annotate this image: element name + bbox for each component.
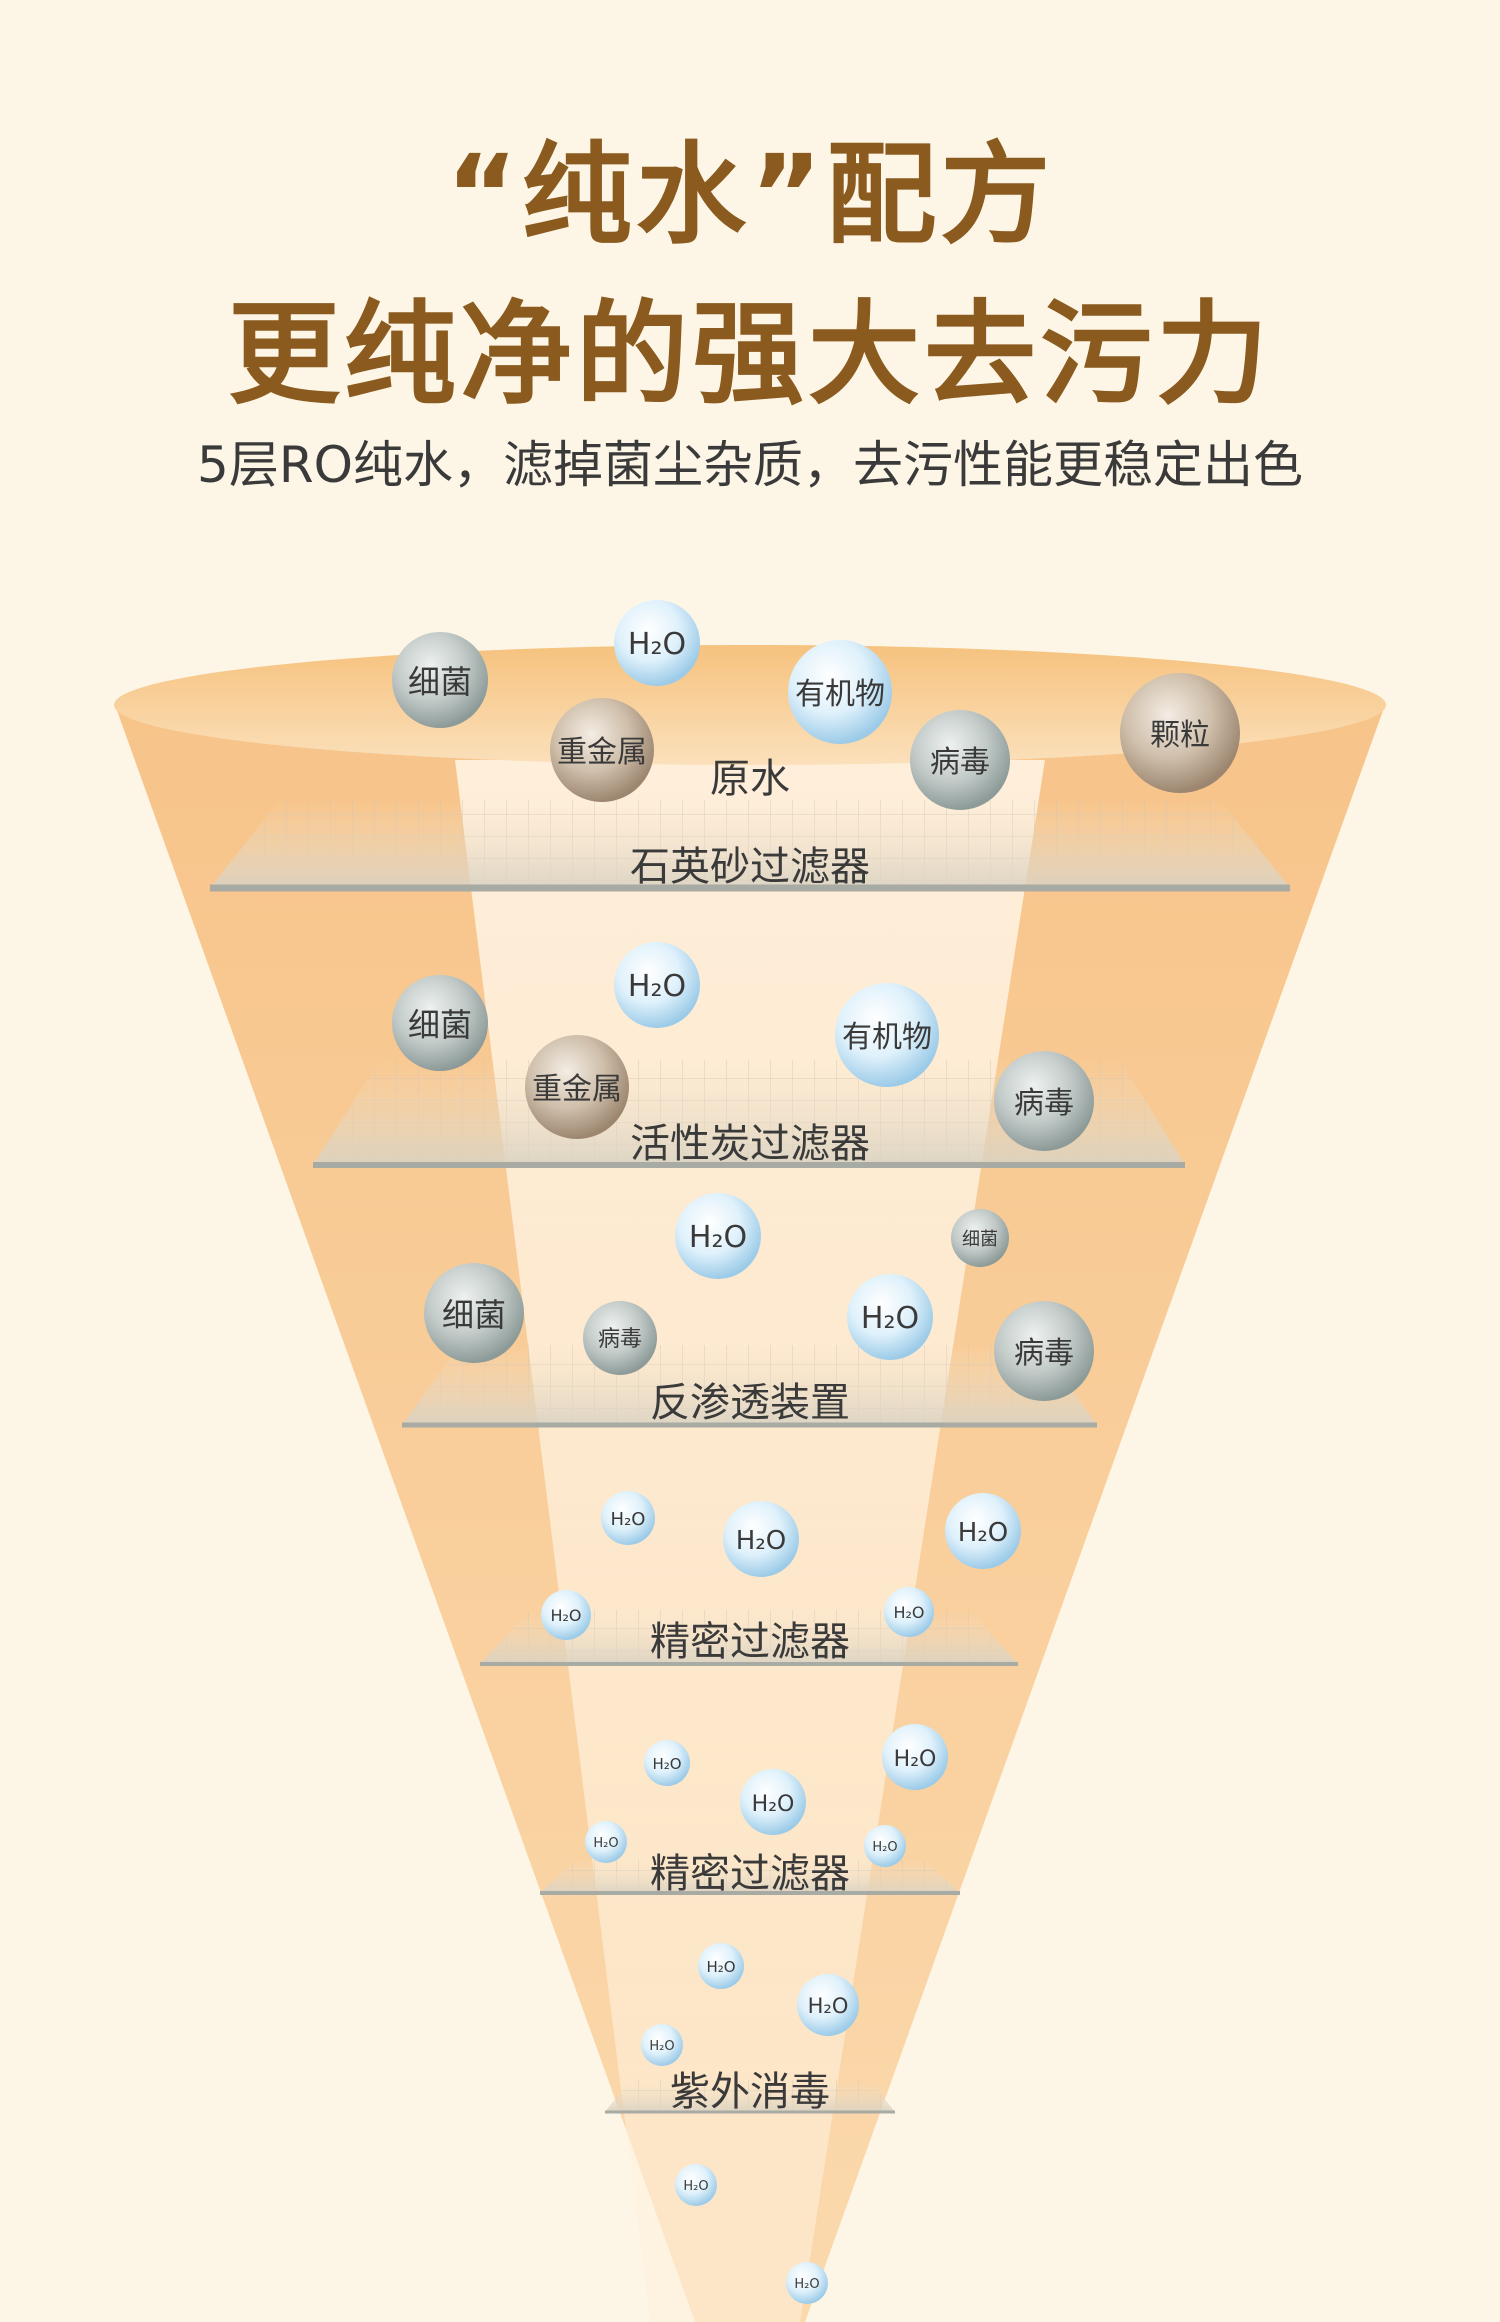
bubble-virus: 病毒 (910, 710, 1010, 810)
bubble-water: H₂O (614, 600, 700, 686)
bubble-water: H₂O (797, 1974, 859, 2036)
bubble-water: H₂O (675, 2164, 717, 2206)
svg-text:H₂O: H₂O (794, 2277, 819, 2292)
svg-text:H₂O: H₂O (893, 1603, 924, 1622)
filter-plate-4 (480, 1610, 1018, 1666)
svg-text:H₂O: H₂O (706, 1958, 735, 1976)
svg-text:H₂O: H₂O (861, 1301, 919, 1336)
bubble-organic: 有机物 (835, 983, 939, 1087)
bubble-virus: 病毒 (994, 1301, 1094, 1401)
svg-text:病毒: 病毒 (1014, 1336, 1074, 1371)
bubble-bacteria: 细菌 (424, 1263, 524, 1363)
bubble-water: H₂O (740, 1769, 806, 1835)
bubble-water: H₂O (698, 1943, 744, 1989)
bubble-heavy-metal: 重金属 (525, 1035, 629, 1139)
filter-plate-1 (210, 800, 1290, 892)
svg-text:H₂O: H₂O (649, 2039, 674, 2054)
bubble-water: H₂O (945, 1493, 1021, 1569)
svg-text:细菌: 细菌 (442, 1296, 506, 1334)
filter-plate-5 (540, 1860, 960, 1895)
svg-text:H₂O: H₂O (611, 1509, 646, 1530)
bubble-virus: 病毒 (994, 1051, 1094, 1151)
bubble-organic: 有机物 (788, 640, 892, 744)
svg-text:H₂O: H₂O (736, 1526, 786, 1556)
title-line-1: “纯水”配方 (445, 131, 1055, 259)
bubble-water: H₂O (601, 1491, 655, 1545)
bubble-water: H₂O (641, 2024, 683, 2066)
svg-text:病毒: 病毒 (1014, 1086, 1074, 1121)
svg-text:H₂O: H₂O (628, 627, 686, 662)
svg-text:病毒: 病毒 (930, 745, 990, 780)
bubble-virus: 病毒 (583, 1301, 657, 1375)
stage-label-activated-carbon: 活性炭过滤器 (630, 1121, 870, 1167)
bubble-bacteria: 细菌 (392, 632, 488, 728)
bubble-water: H₂O (882, 1724, 948, 1790)
title-line-2: 更纯净的强大去污力 (228, 290, 1272, 420)
stage-label-raw-water: 原水 (710, 756, 790, 802)
bubble-water: H₂O (614, 942, 700, 1028)
svg-text:H₂O: H₂O (652, 1755, 681, 1773)
stage-label-precision-filter-2: 精密过滤器 (650, 1851, 850, 1897)
bubble-water: H₂O (675, 1193, 761, 1279)
bubble-water: H₂O (786, 2262, 828, 2304)
svg-text:重金属: 重金属 (532, 1072, 622, 1107)
svg-text:H₂O: H₂O (808, 1994, 849, 2018)
bubble-water: H₂O (864, 1825, 906, 1867)
svg-text:病毒: 病毒 (598, 1327, 642, 1352)
bubble-particle: 颗粒 (1120, 673, 1240, 793)
filter-plate-3 (402, 1345, 1097, 1428)
stage-label-precision-filter-1: 精密过滤器 (650, 1619, 850, 1665)
subtitle: 5层RO纯水，滤掉菌尘杂质，去污性能更稳定出色 (197, 436, 1303, 494)
svg-text:H₂O: H₂O (752, 1792, 795, 1817)
svg-text:有机物: 有机物 (795, 677, 885, 712)
svg-text:H₂O: H₂O (958, 1518, 1008, 1548)
svg-text:有机物: 有机物 (842, 1020, 932, 1055)
bubble-water: H₂O (585, 1821, 627, 1863)
bubble-bacteria: 细菌 (951, 1209, 1009, 1267)
svg-text:细菌: 细菌 (408, 1006, 472, 1044)
svg-text:H₂O: H₂O (689, 1220, 747, 1255)
svg-text:H₂O: H₂O (872, 1840, 897, 1855)
svg-text:H₂O: H₂O (593, 1836, 618, 1851)
bubble-water: H₂O (541, 1590, 591, 1640)
stage-label-reverse-osmosis: 反渗透装置 (650, 1380, 850, 1426)
bubble-water: H₂O (644, 1740, 690, 1786)
bubble-water: H₂O (723, 1501, 799, 1577)
bubble-bacteria: 细菌 (392, 975, 488, 1071)
svg-text:H₂O: H₂O (894, 1747, 937, 1772)
stage-label-quartz-sand: 石英砂过滤器 (630, 844, 870, 890)
svg-text:细菌: 细菌 (962, 1229, 998, 1250)
bubble-water: H₂O (884, 1587, 934, 1637)
filter-plate-6 (605, 2080, 895, 2114)
bubble-heavy-metal: 重金属 (550, 698, 654, 802)
bubble-water: H₂O (847, 1274, 933, 1360)
svg-text:细菌: 细菌 (408, 663, 472, 701)
svg-text:颗粒: 颗粒 (1150, 718, 1210, 753)
svg-text:H₂O: H₂O (550, 1606, 581, 1625)
svg-text:H₂O: H₂O (683, 2179, 708, 2194)
svg-text:H₂O: H₂O (628, 969, 686, 1004)
svg-text:重金属: 重金属 (557, 735, 647, 770)
stage-label-uv-disinfection: 紫外消毒 (670, 2069, 830, 2115)
particle-bubbles: 细菌 H₂O 有机物 重金属 病毒 颗粒 细菌 H₂O 有机物 重金属 病毒 H… (392, 600, 1240, 2304)
